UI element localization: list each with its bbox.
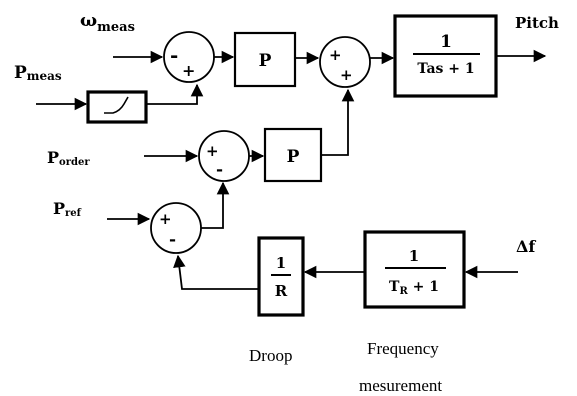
controller-top-label: P [259, 51, 272, 71]
sum-junction-bottom: + - [150, 202, 202, 254]
p-order-symbol: P [47, 148, 59, 167]
controller-mid-to-sum-arrow [321, 88, 355, 156]
sum-top-left-upper-sign: - [170, 43, 178, 67]
sum-bottom-lower-sign: - [169, 230, 176, 250]
sum-top-left-lower-sign: + [182, 61, 195, 80]
filter-to-sum-arrow [146, 83, 204, 105]
sum-top-right-upper-sign: + [329, 46, 342, 64]
pmeas-filter-block [86, 90, 148, 124]
p-ref-subscript: ref [65, 208, 82, 219]
frequency-filter-block: 1 TR + 1 [363, 230, 466, 309]
p-ref-label: Pref [53, 199, 82, 219]
sum-middle-upper-sign: + [206, 142, 219, 160]
actuator-block: 1 Tas + 1 [393, 14, 498, 98]
omega-meas-subscript: meas [97, 20, 135, 35]
frequency-filter-denominator-tail: + 1 [408, 279, 439, 295]
sum-middle-lower-sign: - [216, 160, 223, 180]
p-order-label: Porder [47, 148, 90, 168]
sum-junction-middle: + - [198, 130, 250, 182]
frequency-filter-denominator-base: T [389, 279, 400, 295]
frequency-filter-numerator: 1 [409, 247, 419, 265]
p-meas-subscript: meas [27, 69, 62, 83]
frequency-caption-line2: mesurement [359, 376, 442, 395]
p-ref-symbol: P [53, 199, 65, 218]
controller-mid-block: P [263, 127, 323, 183]
actuator-numerator: 1 [440, 32, 452, 52]
actuator-denominator: Tas + 1 [417, 61, 474, 77]
omega-meas-label: ωmeas [80, 10, 135, 35]
droop-denominator: R [275, 282, 288, 300]
controller-top-block: P [233, 31, 297, 88]
droop-caption: Droop [249, 346, 292, 365]
pitch-label: Pitch [515, 14, 559, 32]
sum-junction-top-right: + + [319, 36, 371, 88]
p-meas-label: Pmeas [14, 63, 62, 83]
droop-numerator: 1 [276, 254, 286, 272]
filter-curve-icon [104, 96, 129, 114]
sum-bottom-upper-sign: + [159, 210, 172, 228]
omega-meas-symbol: ω [80, 10, 97, 31]
p-meas-symbol: P [14, 63, 27, 83]
droop-block: 1 R [257, 236, 305, 317]
droop-to-sum-arrow [173, 254, 259, 290]
frequency-filter-denominator-sub: R [399, 286, 408, 297]
bottom-sum-to-middle-sum-arrow [201, 181, 230, 229]
frequency-caption-line1: Frequency [367, 339, 439, 358]
sum-junction-top-left: - + [163, 31, 215, 83]
frequency-filter-denominator: TR + 1 [389, 279, 439, 297]
controller-mid-label: P [287, 147, 300, 167]
p-order-subscript: order [59, 157, 90, 168]
delta-f-label: Δf [516, 237, 536, 256]
sum-top-right-lower-sign: + [340, 66, 353, 84]
